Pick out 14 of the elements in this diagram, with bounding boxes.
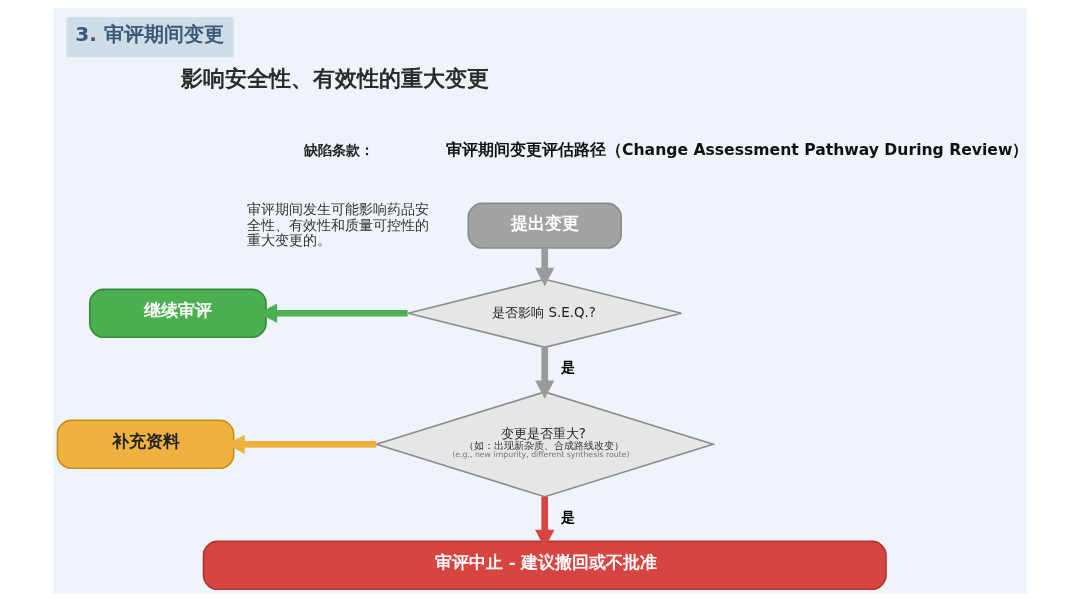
label: 缺陷条款：: [303, 141, 374, 158]
node-box: 审评中止 - 建议撤回或不批准: [202, 540, 887, 591]
label: 审评期间发生可能影响药品安全性、有效性和质量可控性的重大变更的。: [247, 200, 430, 249]
arrow: [535, 347, 555, 399]
arrow: [535, 248, 555, 287]
node-box: 继续审评: [88, 288, 267, 339]
node-box: 提出变更: [467, 202, 622, 249]
node-diamond: 是否影响 S.E.Q.?: [407, 278, 683, 349]
edge-label: 是: [560, 508, 575, 525]
label: 审评期间变更评估路径（Change Assessment Pathway During Review）: [446, 141, 1029, 160]
edge-label: 是: [560, 359, 575, 376]
diagram-title: 3. 审评期间变更: [75, 22, 224, 47]
node-box: 补充资料: [56, 419, 235, 470]
label: 影响安全性、有效性的重大变更: [181, 65, 490, 92]
